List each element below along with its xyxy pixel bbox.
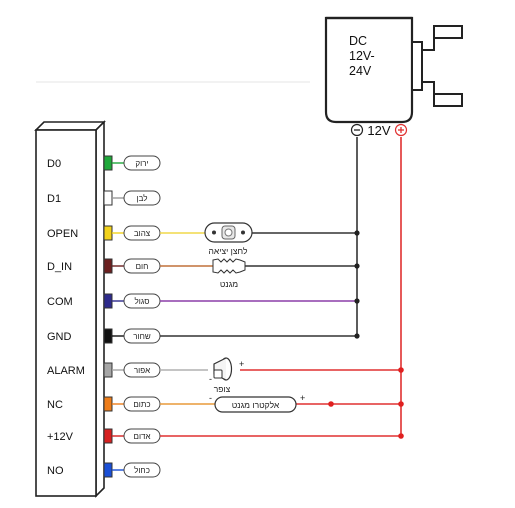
terminal-row-gnd: GND שחור — [47, 328, 161, 344]
terminal-row-com: COM סגול — [47, 293, 161, 309]
magnet-coil-icon — [212, 258, 246, 274]
buzzer-plus-sign: + — [239, 359, 244, 369]
terminal-pin-label: ALARM — [47, 365, 85, 377]
adapter-text-line-3: 24V — [349, 64, 372, 78]
magnet-label: מגנט — [220, 279, 238, 289]
exit-button-plunger-center — [224, 228, 233, 237]
wire-color-swatch — [103, 362, 113, 378]
wire-color-tag — [123, 190, 161, 206]
junction-dot — [328, 401, 334, 407]
terminal-pin-label: NC — [47, 399, 63, 411]
wire-color-name: כתום — [133, 400, 150, 409]
buzzer-label: צופר — [214, 384, 231, 394]
wire-color-swatch — [103, 428, 113, 444]
wire-color-name: כחול — [134, 466, 150, 475]
wire-color-name: אדום — [134, 432, 151, 441]
terminal-pin-label: GND — [47, 331, 72, 343]
junction-dot — [398, 433, 404, 439]
controller-block — [34, 120, 106, 498]
terminal-row-open: OPEN צהוב — [47, 225, 161, 241]
controller-top-face — [34, 121, 106, 131]
electromagnet-plus-sign: + — [300, 393, 305, 403]
door-magnet: מגנט — [212, 258, 246, 289]
terminal-row-nc: NC כתום — [47, 396, 161, 412]
junction-dot — [354, 263, 360, 269]
wire-color-swatch — [103, 462, 113, 478]
electromagnet-minus-sign: - — [209, 393, 212, 403]
junction-dot — [354, 230, 360, 236]
adapter-text-line-1: DC — [349, 34, 367, 48]
exit-button-contact — [212, 230, 216, 235]
adapter-neck — [411, 41, 423, 91]
power-adapter: DC 12V- 24V 12V — [324, 16, 463, 138]
electromagnet-label: אלקטרו מגנט — [232, 400, 280, 410]
terminal-row-din: D_IN חום — [47, 258, 161, 274]
junction-dots — [328, 230, 404, 439]
junction-dot — [398, 401, 404, 407]
electromagnet: אלקטרו מגנט - + — [209, 393, 305, 413]
wire-color-name: חום — [136, 262, 149, 271]
exit-button-contact — [241, 230, 245, 235]
terminal-row-no: NO כחול — [47, 462, 161, 478]
wire-color-name: צהוב — [134, 229, 151, 238]
wire-color-swatch — [103, 293, 113, 309]
junction-dot — [354, 298, 360, 304]
terminal-row-12v: +12V אדום — [47, 428, 161, 444]
terminal-pin-label: D_IN — [47, 261, 72, 273]
terminal-pin-label: D0 — [47, 158, 61, 170]
wire-color-name: אפור — [134, 366, 150, 375]
terminal-pin-label: +12V — [47, 431, 74, 443]
terminal-pin-label: D1 — [47, 193, 61, 205]
terminal-row-d0: D0 ירוק — [47, 155, 161, 171]
wire-color-name: סגול — [135, 297, 150, 306]
buzzer: - + צופר — [209, 357, 244, 394]
buzzer-base — [213, 369, 223, 379]
wire-color-name: שחור — [133, 332, 151, 341]
terminal-pin-label: NO — [47, 465, 64, 477]
terminal-rows: D0 ירוק D1 לבן OPEN צהוב D_IN חום COM סגול GND שחור… — [47, 155, 161, 478]
wire-color-swatch — [103, 155, 113, 171]
terminal-row-alarm: ALARM אפור — [47, 362, 161, 378]
adapter-body — [324, 16, 414, 124]
controller-front-face — [35, 129, 97, 497]
junction-dot — [354, 333, 360, 339]
wire-color-swatch — [103, 328, 113, 344]
wire-color-tag — [123, 155, 161, 171]
wire-color-name: לבן — [137, 194, 148, 203]
terminal-pin-label: COM — [47, 296, 73, 308]
exit-button: לחצן יציאה — [204, 222, 253, 256]
wire-color-name: ירוק — [135, 159, 148, 168]
junction-dot — [398, 367, 404, 373]
wire-color-tag — [123, 462, 161, 478]
wire-color-swatch — [103, 396, 113, 412]
adapter-prong-lower — [433, 93, 463, 107]
adapter-text-line-2: 12V- — [349, 49, 375, 63]
controller-side-face — [95, 120, 105, 498]
voltage-label: 12V — [367, 123, 390, 138]
adapter-prong-upper — [433, 25, 463, 39]
wire-color-swatch — [103, 190, 113, 206]
wire-color-swatch — [103, 225, 113, 241]
terminal-row-d1: D1 לבן — [47, 190, 161, 206]
exit-button-label: לחצן יציאה — [209, 246, 248, 256]
wire-color-swatch — [103, 258, 113, 274]
electromagnet-body — [214, 396, 297, 413]
buzzer-minus-sign: - — [209, 374, 212, 384]
terminal-pin-label: OPEN — [47, 228, 78, 240]
